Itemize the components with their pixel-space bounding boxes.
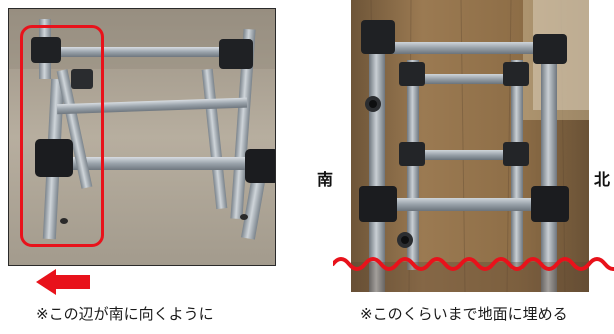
highlight-outline: [20, 25, 104, 247]
right-photo-standing-frame: [351, 0, 589, 292]
right-caption: ※このくらいまで地面に埋める: [360, 305, 568, 323]
left-caption: ※この辺が南に向くように: [36, 305, 214, 323]
label-north: 北: [594, 170, 611, 189]
standing-frame-illustration: [351, 0, 589, 292]
pipe-frame-illustration: [9, 9, 275, 265]
label-south: 南: [317, 170, 334, 189]
arrow-left-icon: [36, 269, 90, 295]
left-photo-pipe-frame: [8, 8, 276, 266]
ground-level-wave: [333, 257, 614, 271]
